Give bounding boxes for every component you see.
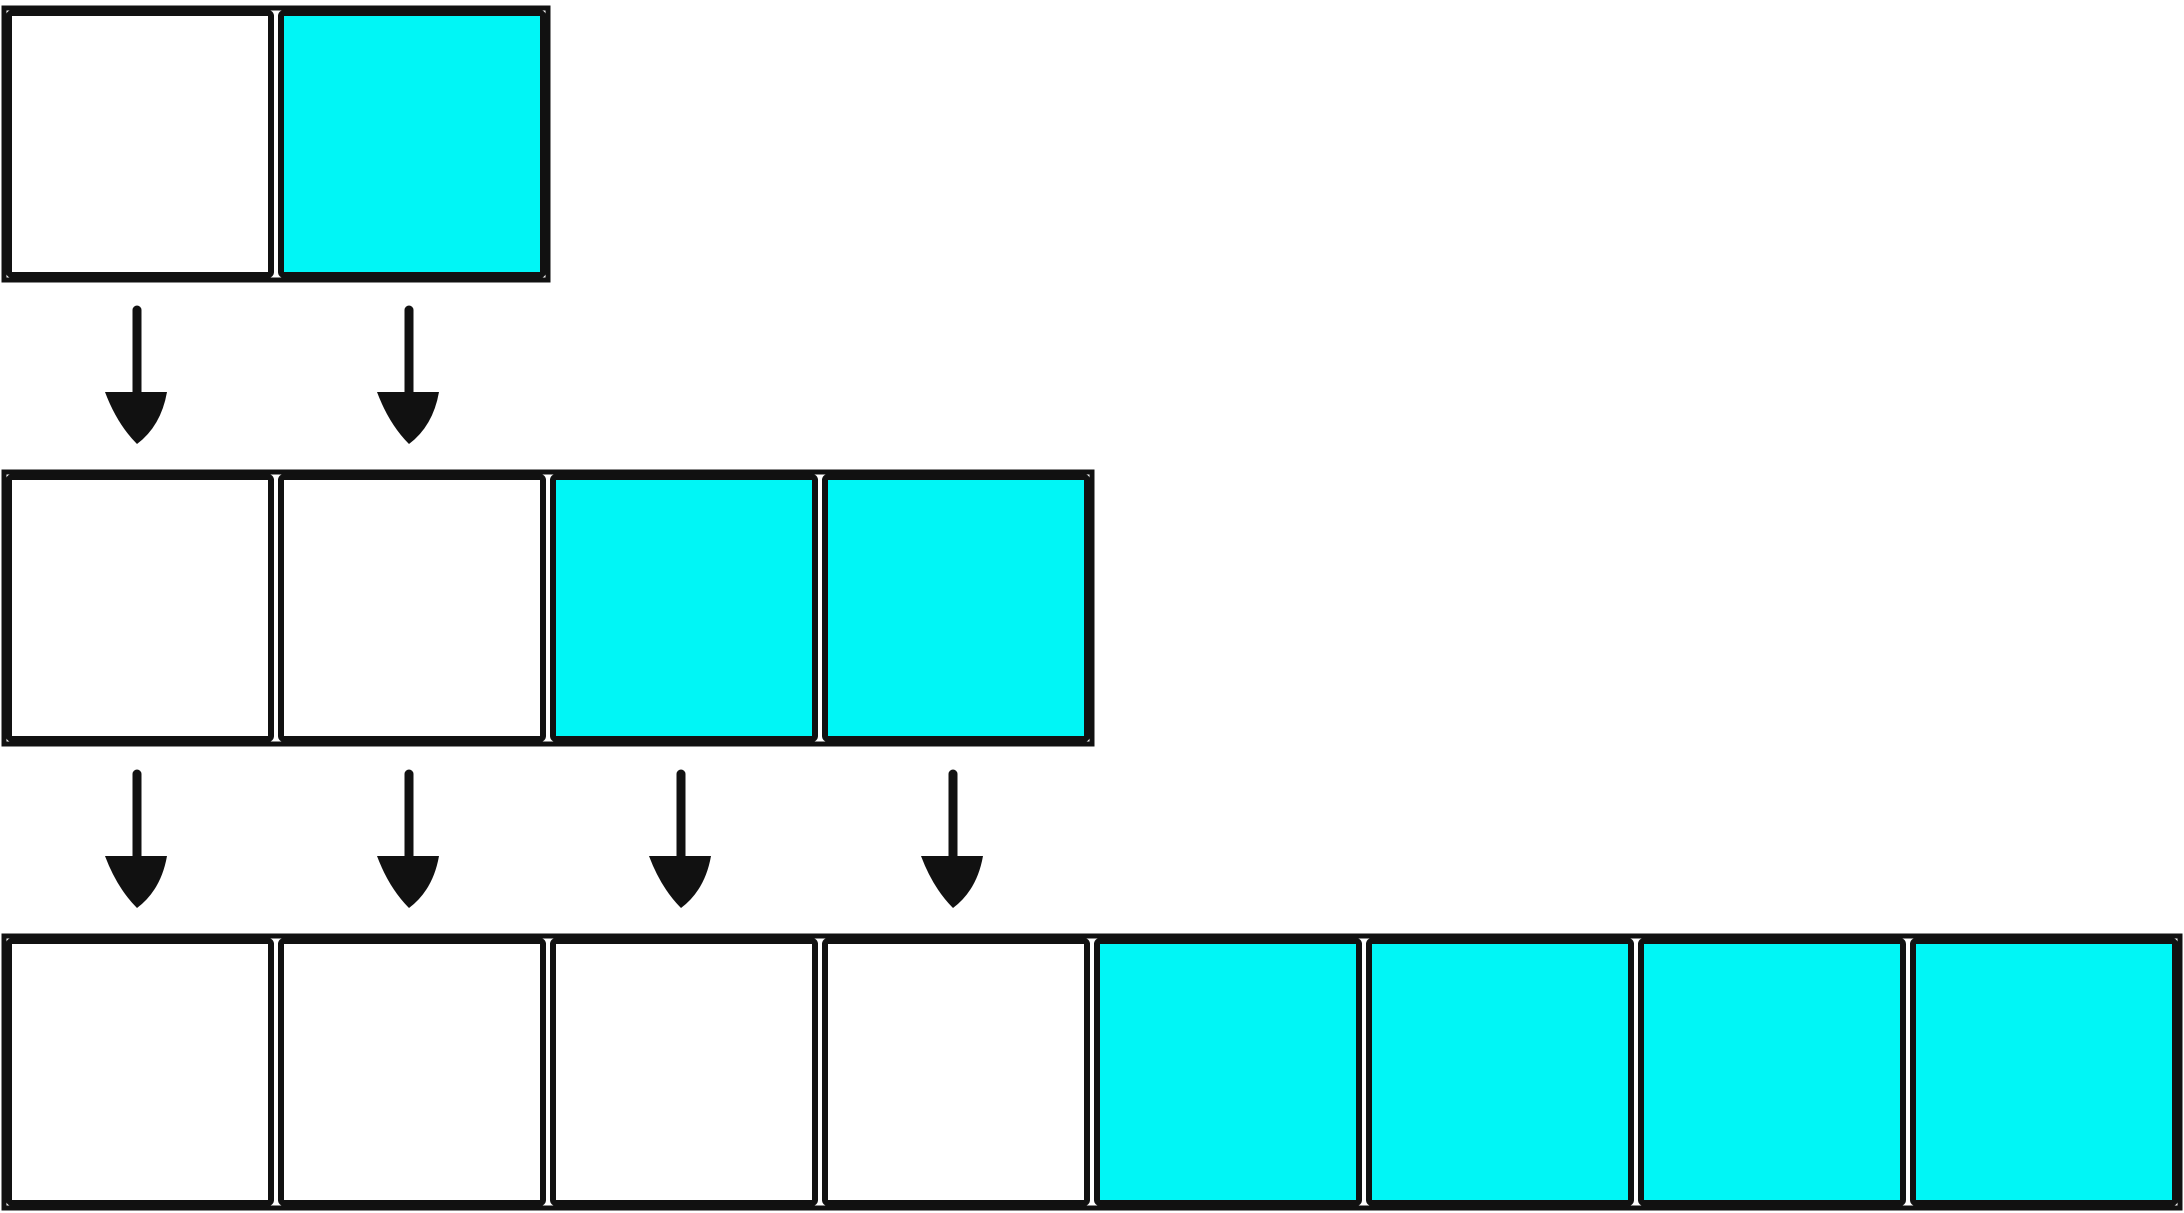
arrow-head: [377, 856, 439, 908]
array-cell-filled: [1638, 938, 1906, 1206]
arrow-down-icon: [105, 769, 167, 908]
array-row-1: [1, 5, 551, 283]
array-cell-filled: [1910, 938, 2178, 1206]
arrow-down-icon: [105, 305, 167, 444]
array-cell-empty: [6, 10, 274, 278]
arrow-down-icon: [649, 769, 711, 908]
array-outline: [1, 469, 1095, 747]
array-outline: [1, 933, 2183, 1211]
array-cell-empty: [278, 938, 546, 1206]
array-cell-filled: [1366, 938, 1634, 1206]
array-cell-empty: [822, 938, 1090, 1206]
array-outline: [1, 5, 551, 283]
arrow-head: [377, 392, 439, 444]
arrow-down-icon: [377, 769, 439, 908]
array-row-3: [1, 933, 2183, 1211]
array-cell-empty: [278, 474, 546, 742]
array-cell-filled: [1094, 938, 1362, 1206]
arrow-head: [105, 392, 167, 444]
arrow-down-icon: [377, 305, 439, 444]
array-cell-filled: [822, 474, 1090, 742]
array-cell-filled: [550, 474, 818, 742]
arrow-head: [105, 856, 167, 908]
array-cell-filled: [278, 10, 546, 278]
arrow-down-icon: [921, 769, 983, 908]
array-row-2: [1, 469, 1095, 747]
array-cell-empty: [6, 938, 274, 1206]
arrow-head: [649, 856, 711, 908]
arrow-head: [921, 856, 983, 908]
array-cell-empty: [6, 474, 274, 742]
array-cell-empty: [550, 938, 818, 1206]
